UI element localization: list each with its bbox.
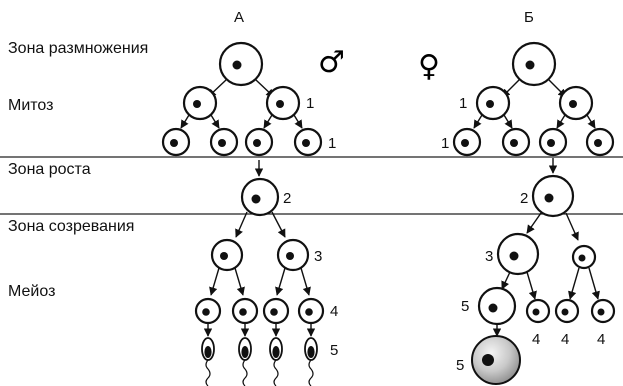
arrow xyxy=(565,212,579,241)
arrow xyxy=(501,271,511,290)
cell xyxy=(218,41,264,87)
zone-label-meiosis: Мейоз xyxy=(8,283,56,300)
arrow xyxy=(209,267,220,296)
cell xyxy=(511,41,557,87)
stage-label-4: 4 xyxy=(532,331,540,348)
arrow xyxy=(526,271,537,300)
sperm-cell xyxy=(269,337,283,386)
cell xyxy=(276,238,310,272)
stage-label-5: 5 xyxy=(456,357,464,374)
stage-label-1: 1 xyxy=(306,95,314,112)
cell xyxy=(231,297,259,325)
cell xyxy=(538,127,568,157)
sperm-cell xyxy=(304,337,318,386)
cell xyxy=(297,297,325,325)
stage-label-5: 5 xyxy=(330,342,338,359)
stage-label-1: 1 xyxy=(459,95,467,112)
arrow xyxy=(473,114,483,129)
cell xyxy=(209,127,239,157)
arrow xyxy=(263,114,273,129)
cell xyxy=(475,85,511,121)
arrow xyxy=(210,114,220,129)
polar-body xyxy=(571,244,597,270)
column-a-spermatogenesis: 1 1 2 3 xyxy=(161,41,338,386)
stage-label-2: 2 xyxy=(520,190,528,207)
stage-label-3: 3 xyxy=(314,248,322,265)
arrow xyxy=(293,114,303,129)
arrow xyxy=(275,267,286,296)
zone-label-reproduction: Зона размножения xyxy=(8,40,149,57)
polar-body xyxy=(525,298,551,324)
cell xyxy=(496,232,540,276)
stage-label-4: 4 xyxy=(330,303,338,320)
arrow xyxy=(526,212,542,234)
cell xyxy=(182,85,218,121)
cell xyxy=(265,85,301,121)
egg-cell xyxy=(471,335,521,385)
cell xyxy=(262,297,290,325)
sperm-cell xyxy=(238,337,252,386)
zone-label-maturation: Зона созревания xyxy=(8,218,135,235)
cell xyxy=(194,297,222,325)
cell xyxy=(531,174,575,218)
zone-label-growth: Зона роста xyxy=(8,161,91,178)
polar-body xyxy=(590,298,616,324)
arrow xyxy=(300,267,311,296)
cell xyxy=(501,127,531,157)
column-b-oogenesis: 1 1 2 3 5 xyxy=(441,41,616,385)
male-symbol-icon: ♂ xyxy=(318,45,345,80)
cell xyxy=(240,177,280,217)
stage-label-5: 5 xyxy=(461,298,469,315)
polar-body xyxy=(554,298,580,324)
column-header-a: А xyxy=(234,9,245,26)
stage-label-1: 1 xyxy=(441,135,449,152)
arrow xyxy=(503,114,513,129)
stage-label-4: 4 xyxy=(597,331,605,348)
cell xyxy=(558,85,594,121)
cell xyxy=(477,286,517,326)
stage-label-1: 1 xyxy=(328,135,336,152)
arrow xyxy=(568,267,580,300)
cell xyxy=(585,127,615,157)
sperm-cell xyxy=(201,337,215,386)
column-header-b: Б xyxy=(524,9,534,26)
zone-label-mitosis: Митоз xyxy=(8,97,54,114)
arrow xyxy=(556,114,566,129)
cell xyxy=(293,127,323,157)
arrow xyxy=(235,211,248,238)
stage-label-4: 4 xyxy=(561,331,569,348)
arrow xyxy=(588,267,600,300)
arrow xyxy=(180,114,190,129)
stage-label-3: 3 xyxy=(485,248,493,265)
female-symbol-icon: ♀ xyxy=(418,49,440,84)
cell xyxy=(244,127,274,157)
cell xyxy=(210,238,244,272)
stage-label-2: 2 xyxy=(283,190,291,207)
arrow xyxy=(234,267,245,296)
cell xyxy=(452,127,482,157)
cell xyxy=(161,127,191,157)
arrow xyxy=(586,114,596,129)
arrow xyxy=(271,211,286,238)
